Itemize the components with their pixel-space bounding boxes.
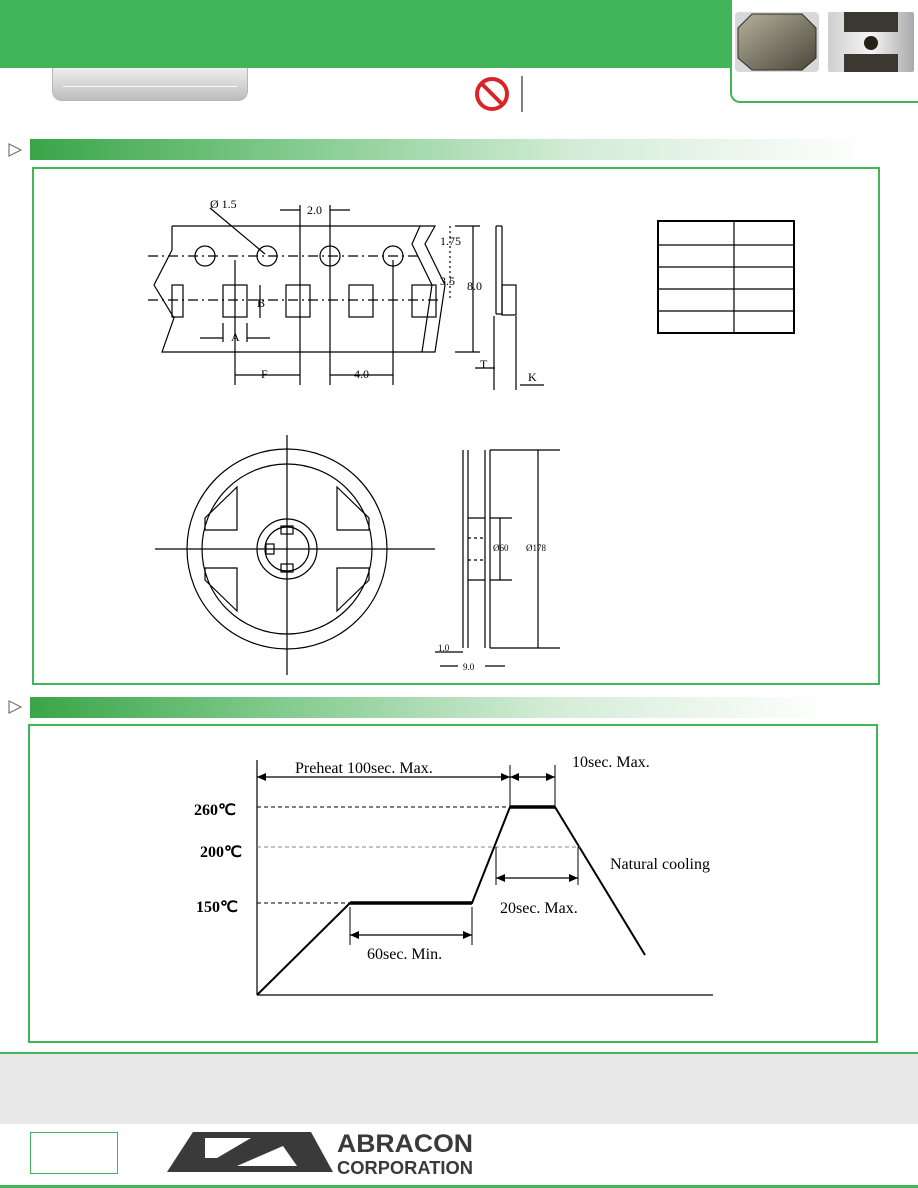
footer-box: [30, 1132, 118, 1174]
pocket: [285, 284, 311, 318]
dim-hole-diameter: Ø 1.5: [210, 197, 237, 211]
pocket: [411, 284, 437, 318]
header-band: [0, 0, 730, 68]
triangle-arrow-icon: [8, 700, 23, 714]
inductor-top-photo: [735, 12, 819, 72]
dim-label-F: F: [261, 367, 268, 381]
dim-tape-width: 8.0: [467, 279, 482, 293]
inductor-bottom-photo: [828, 12, 914, 72]
pocket: [171, 284, 184, 318]
dim-row-offset: 3.5: [440, 274, 455, 288]
label-200: 200℃: [200, 844, 242, 861]
label-150: 150℃: [196, 899, 238, 916]
grey-tab: [52, 68, 248, 101]
tape-drawing: Ø 1.5 2.0 1.75 3.5 8.0 A B F 4.0 T K: [148, 197, 544, 390]
dim-label-B: B: [257, 296, 265, 310]
label-natural-cooling: Natural cooling: [610, 856, 710, 873]
dim-reel-width: 9.0: [463, 662, 475, 672]
dim-reel-diameter: Ø178: [526, 543, 546, 553]
sprocket-hole: [194, 245, 216, 267]
product-photo-panel: [730, 0, 918, 103]
dim-hole-pitch: 2.0: [307, 203, 322, 217]
label-20sec: 20sec. Max.: [500, 900, 578, 917]
dim-label-K: K: [528, 370, 537, 384]
triangle-arrow-icon: [8, 143, 23, 157]
reel-drawing: Ø60 Ø178 1.0 9.0: [155, 435, 560, 675]
label-peak-time: 10sec. Max.: [572, 754, 650, 771]
footer-line: [0, 1185, 918, 1188]
dim-label-A: A: [231, 330, 240, 344]
no-symbol-icon: [475, 76, 523, 112]
product-photos: [735, 12, 914, 72]
pocket: [348, 284, 374, 318]
dimension-table: [657, 220, 795, 334]
dim-pocket-pitch: 4.0: [354, 367, 369, 381]
logo-line2: CORPORATION: [337, 1158, 473, 1178]
logo-line1: ABRACON: [337, 1130, 473, 1158]
section-bar-packaging: [30, 139, 870, 160]
abracon-logo: ABRACON CORPORATION: [167, 1130, 473, 1178]
label-60sec: 60sec. Min.: [367, 946, 442, 963]
temperature-curve: [256, 806, 646, 996]
footer-band: [0, 1052, 918, 1124]
label-260: 260℃: [194, 802, 236, 819]
section-bar-reflow: [30, 697, 830, 718]
sprocket-hole: [256, 245, 278, 267]
dim-flange: 1.0: [438, 643, 450, 653]
dim-hub-diameter: Ø60: [493, 543, 509, 553]
dim-edge-offset: 1.75: [440, 234, 461, 248]
reflow-profile-diagram: Preheat 100sec. Max. 10sec. Max. 260℃ 20…: [194, 754, 713, 996]
tape-outline: [153, 225, 433, 353]
label-preheat: Preheat 100sec. Max.: [295, 760, 433, 777]
dim-label-T: T: [480, 357, 488, 371]
